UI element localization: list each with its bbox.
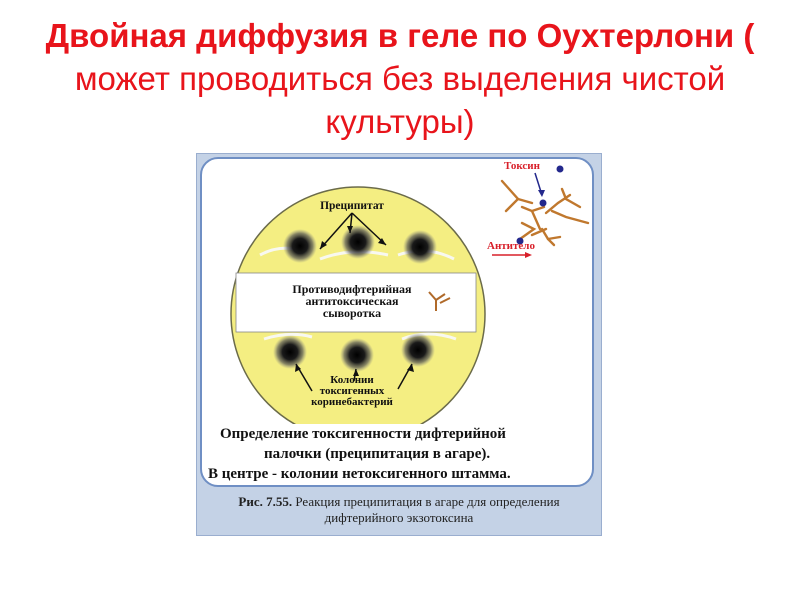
colony-spot <box>283 229 317 263</box>
description-line1: Определение токсигенности дифтерийной <box>220 426 506 442</box>
colony-spot <box>340 338 374 372</box>
figure-caption: Рис. 7.55. Реакция преципитация в агаре … <box>201 494 597 526</box>
caption-number: Рис. 7.55. <box>238 494 293 509</box>
caption-line2: дифтерийного экзотоксина <box>324 510 474 525</box>
colonies-label-line3: коринебактерий <box>311 396 393 408</box>
serum-label-line2: антитоксическая <box>305 294 399 308</box>
ouchterlony-diagram: Преципитат Противодифтерийная антитоксич… <box>230 160 590 424</box>
precipitate-label: Преципитат <box>320 200 384 212</box>
slide-title: Двойная диффузия в геле по Оухтерлони ( … <box>20 14 780 143</box>
serum-label-line1: Противодифтерийная <box>292 282 412 296</box>
colonies-label-line1: Колонии <box>330 374 374 386</box>
toxin-molecule <box>539 199 547 207</box>
antibody-label: Антитело <box>487 240 535 252</box>
colony-spot <box>273 335 307 369</box>
serum-label-line3: сыворотка <box>323 306 381 320</box>
toxin-molecule <box>556 165 564 173</box>
figure-panel: Преципитат Противодифтерийная антитоксич… <box>200 157 594 487</box>
toxin-antibody-lattice <box>500 179 590 247</box>
colony-spot <box>341 225 375 259</box>
colony-spot <box>401 333 435 367</box>
figure-description: Определение токсигенности дифтерийной па… <box>208 424 588 484</box>
toxin-label: Токсин <box>504 160 541 172</box>
colony-spot <box>403 230 437 264</box>
precipitate-arc <box>263 332 313 341</box>
figure-frame: Преципитат Противодифтерийная антитоксич… <box>196 153 602 536</box>
colonies-label-line2: токсигенных <box>320 385 385 397</box>
precipitate-arc <box>401 332 457 341</box>
slide-title-rest: может проводиться без выделения чистой к… <box>74 60 726 140</box>
toxin-molecule <box>516 237 524 245</box>
description-line2: палочки (преципитация в агаре). <box>264 446 491 462</box>
slide-title-bold: Двойная диффузия в геле по Оухтерлони ( <box>45 17 755 54</box>
caption-line1: Реакция преципитация в агаре для определ… <box>292 494 560 509</box>
description-line3: В центре - колонии нетоксигенного штамма… <box>208 466 511 482</box>
antibody-icon <box>428 291 451 311</box>
